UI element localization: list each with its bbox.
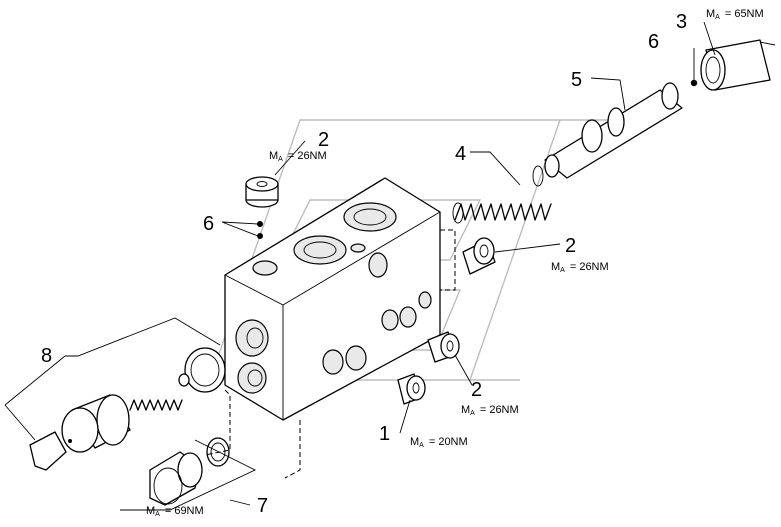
callout-6-top: 6 (648, 31, 659, 53)
torque-1: MA= 20NM (410, 436, 468, 449)
torque-labels: MA= 65NM MA= 26NM MA= 26NM MA= 26NM MA= … (146, 8, 764, 518)
callout-2-top: 2 (318, 129, 329, 151)
torque-2-top: MA= 26NM (269, 150, 327, 163)
seal-part-6-upper (690, 79, 698, 87)
torque-2-right: MA= 26NM (551, 261, 609, 274)
torque-2-middle: MA= 26NM (461, 404, 519, 417)
callout-2-right: 2 (565, 235, 576, 257)
leader-lines (4, 21, 716, 511)
callout-5: 5 (571, 69, 582, 91)
torque-7: MA= 69NM (146, 505, 204, 518)
spring-part-4 (452, 165, 552, 224)
plug-part-1 (397, 373, 426, 405)
callout-3: 3 (676, 11, 687, 33)
callout-6-left: 6 (203, 213, 214, 235)
assembly-lines (204, 229, 456, 479)
plug-part-2-top (245, 176, 279, 208)
callout-7: 7 (257, 495, 268, 517)
torque-3: MA= 65NM (706, 8, 764, 21)
spool-part-5 (544, 82, 683, 179)
callout-numbers: 3 6 5 4 2 6 2 2 1 8 7 (41, 11, 687, 517)
relief-cartridge-part-8 (29, 347, 226, 471)
plug-part-7 (149, 437, 230, 506)
valve-block (224, 177, 441, 421)
callout-2-middle: 2 (471, 379, 482, 401)
seal-part-6-left-b (257, 233, 263, 239)
callout-1: 1 (379, 423, 390, 445)
callout-8: 8 (41, 345, 52, 367)
callout-4: 4 (455, 143, 466, 165)
end-plug-part-3 (700, 39, 776, 91)
plug-part-2-right (462, 237, 496, 275)
seal-part-6-left-a (257, 221, 263, 227)
